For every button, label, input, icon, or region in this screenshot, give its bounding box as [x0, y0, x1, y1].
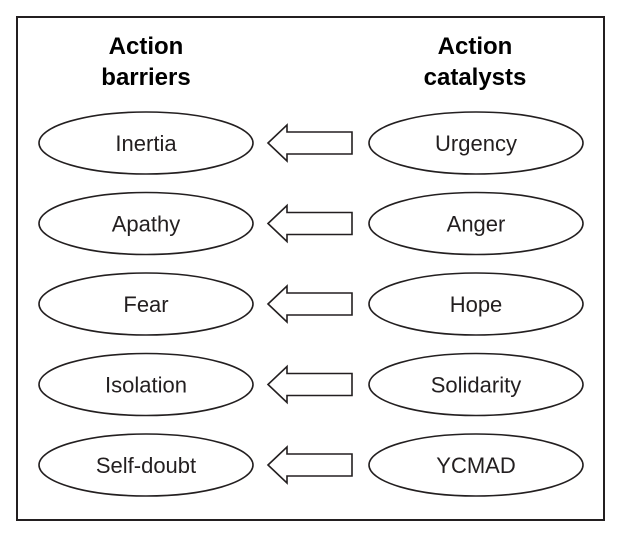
diagram-frame: [16, 16, 605, 521]
catalyst-ellipse: [368, 433, 584, 497]
catalyst-label: Solidarity: [431, 373, 521, 398]
barrier-label: Self-doubt: [96, 453, 196, 478]
barrier-label: Fear: [123, 292, 168, 317]
action-barriers-header-line-1: Action: [108, 33, 184, 60]
left-arrow: [266, 123, 353, 163]
diagram-row: Self-doubt YCMAD: [38, 433, 584, 497]
catalyst-ellipse: [368, 191, 584, 256]
catalyst-ellipse: [368, 352, 584, 417]
action-barriers-header: Action barriers: [51, 31, 241, 93]
catalyst-label: Urgency: [435, 131, 517, 156]
diagram-row: Isolation Solidarity: [38, 352, 584, 417]
left-arrow: [266, 364, 353, 405]
action-catalysts-header-line-2: catalysts: [423, 64, 527, 91]
action-barriers-header-line-2: barriers: [101, 64, 191, 91]
barrier-ellipse: [38, 191, 254, 256]
barrier-label: Inertia: [115, 131, 177, 156]
barrier-ellipse: [38, 433, 254, 497]
action-catalysts-header: Action catalysts: [380, 31, 570, 93]
diagram-row: Fear Hope: [38, 272, 584, 336]
catalyst-ellipse: [368, 111, 584, 175]
barrier-ellipse: [38, 352, 254, 417]
barrier-ellipse: [38, 272, 254, 336]
diagram-row: Apathy Anger: [38, 191, 584, 256]
catalyst-label: YCMAD: [436, 453, 515, 478]
barrier-label: Isolation: [105, 373, 187, 398]
left-arrow: [266, 203, 353, 244]
catalyst-label: Anger: [447, 212, 506, 237]
barrier-label: Apathy: [112, 212, 181, 237]
action-catalysts-header-line-1: Action: [437, 33, 513, 60]
catalyst-ellipse: [368, 272, 584, 336]
catalyst-label: Hope: [450, 292, 503, 317]
left-arrow: [266, 445, 353, 485]
barrier-ellipse: [38, 111, 254, 175]
left-arrow: [266, 284, 353, 324]
diagram-row: Inertia Urgency: [38, 111, 584, 175]
